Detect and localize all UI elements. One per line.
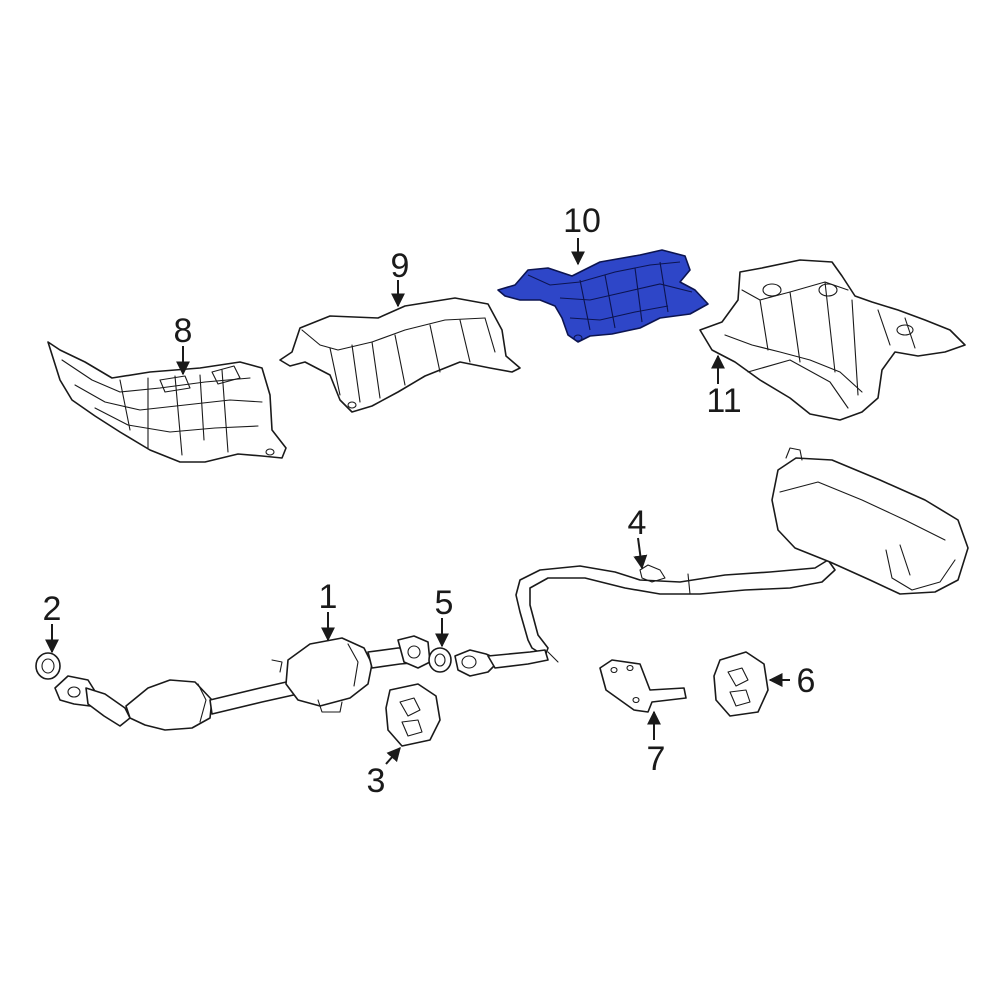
callout-7: 7 [647,740,666,778]
callout-3: 3 [367,762,386,800]
callout-8: 8 [174,312,193,350]
callout-5: 5 [435,584,454,622]
callout-4: 4 [628,504,647,542]
exhaust-insulator-rear [713,651,769,717]
leader-lines [45,238,790,765]
callout-11: 11 [706,382,741,420]
callout-6: 6 [797,662,816,700]
heat-shield-front [47,341,287,463]
gasket-center [428,647,452,673]
gasket-front [35,652,61,680]
leader-4 [633,537,648,570]
callout-2: 2 [43,590,62,628]
callout-1: 1 [319,578,338,616]
leader-3 [385,746,401,765]
callout-9: 9 [391,247,410,285]
callout-labels: 1 2 3 4 5 6 7 8 9 10 11 [43,202,816,800]
callout-10: 10 [563,202,601,240]
front-pipe-catalytic-converter [54,635,431,731]
heat-shield-rear [699,259,966,421]
heat-shield-center-highlighted [497,249,709,343]
exhaust-insulator-front [385,683,441,747]
tail-pipe-muffler [454,447,969,677]
exhaust-hanger-bracket [599,659,687,713]
heat-shield-center-front [279,297,521,413]
